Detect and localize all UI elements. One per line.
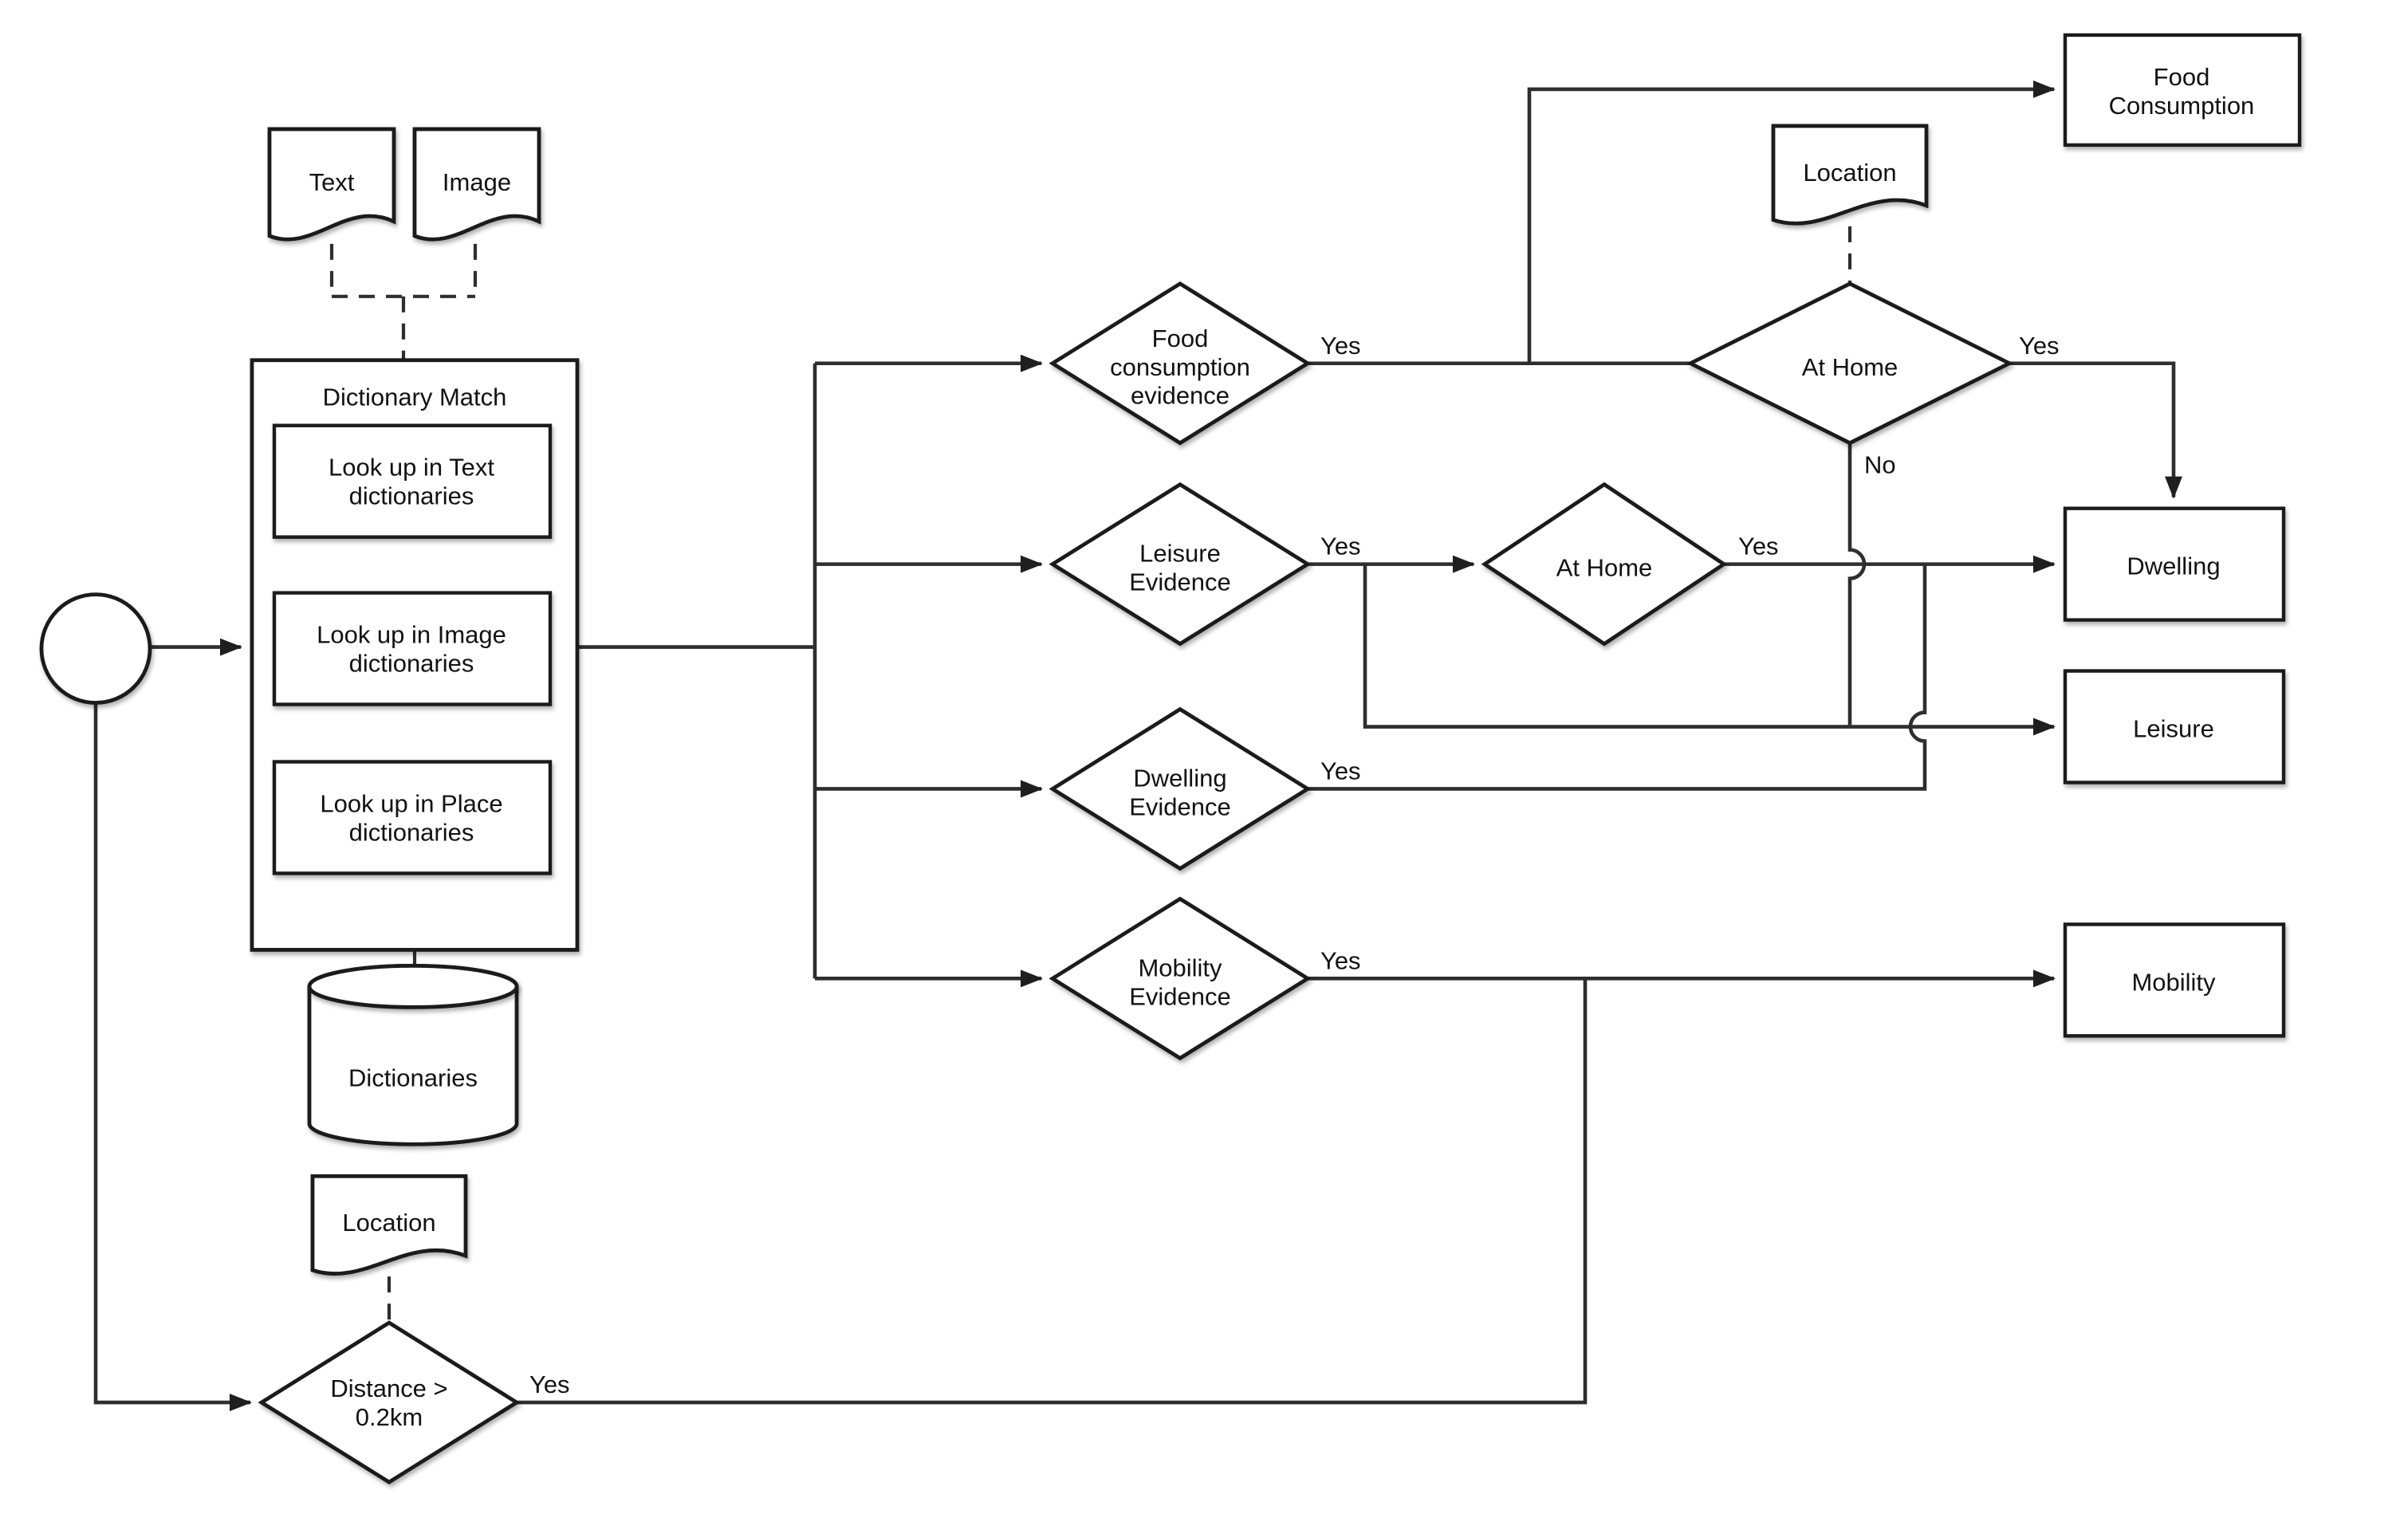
at-home-decision-middle-label: At Home <box>1556 554 1653 582</box>
edge-dwelling-yes-riser <box>1308 564 1927 791</box>
leisure-output <box>2063 669 2286 785</box>
location-document-bottom <box>310 1174 468 1276</box>
at-home-decision-top-label: At Home <box>1802 353 1898 381</box>
dictionaries-datastore-label: Dictionaries <box>348 1064 478 1091</box>
leisure-output-label: Leisure <box>2133 715 2214 743</box>
edge-label-leisure-yes: Yes <box>1320 533 1361 560</box>
edge-label-at-home-top-no: No <box>1864 451 1896 479</box>
location-document-top <box>1771 124 1929 226</box>
location-document-bottom-label: Location <box>342 1209 435 1237</box>
edge-distance-yes-to-mobility-line <box>517 978 1588 1405</box>
mobility-output-label: Mobility <box>2131 968 2216 996</box>
dictionary-match-process-label: Dictionary Match <box>323 383 507 411</box>
distance-decision <box>258 1320 521 1485</box>
leisure-evidence-decision <box>1049 482 1312 647</box>
distance-decision-label: Distance >0.2km <box>330 1374 447 1431</box>
image-document <box>412 127 541 242</box>
nodes-layer <box>39 33 2302 1485</box>
dictionaries-datastore-top-ellipse <box>307 963 519 1009</box>
lookup-text-step <box>272 423 553 539</box>
edge-label-food-yes: Yes <box>1320 332 1361 360</box>
at-home-decision-middle <box>1481 482 1728 647</box>
food-consumption-output <box>2063 33 2302 147</box>
text-document <box>267 127 396 242</box>
edge-label-at-home-middle-yes: Yes <box>1738 533 1779 560</box>
dwelling-evidence-decision <box>1049 706 1312 871</box>
food-evidence-decision <box>1049 281 1312 446</box>
mobility-output <box>2063 922 2286 1038</box>
edge-label-dwelling-yes: Yes <box>1320 757 1361 785</box>
mobility-evidence-decision <box>1049 896 1312 1061</box>
edge-start-to-distance-decision <box>93 702 252 1412</box>
dwelling-output <box>2063 506 2286 622</box>
edge-label-mobility-yes: Yes <box>1320 946 1361 974</box>
dwelling-output-label: Dwelling <box>2127 553 2220 580</box>
edge-food-yes-to-food-consumption <box>1527 80 2056 364</box>
edge-at-home-top-no-to-leisure-line <box>1847 442 1867 727</box>
image-document-label: Image <box>443 168 511 196</box>
at-home-decision-top <box>1686 281 2014 446</box>
location-document-top-label: Location <box>1803 159 1896 187</box>
edge-label-at-home-top-yes: Yes <box>2019 332 2060 360</box>
lookup-image-step <box>272 591 553 706</box>
text-document-label: Text <box>309 168 355 196</box>
lookup-place-step <box>272 760 553 875</box>
edge-leisure-branch-to-leisure-box <box>1363 564 2056 736</box>
edge-at-home-top-yes-to-dwelling <box>2009 361 2182 499</box>
edge-label-distance-yes: Yes <box>529 1370 570 1398</box>
start-terminal <box>39 592 152 705</box>
edges-layer <box>93 80 2182 1412</box>
